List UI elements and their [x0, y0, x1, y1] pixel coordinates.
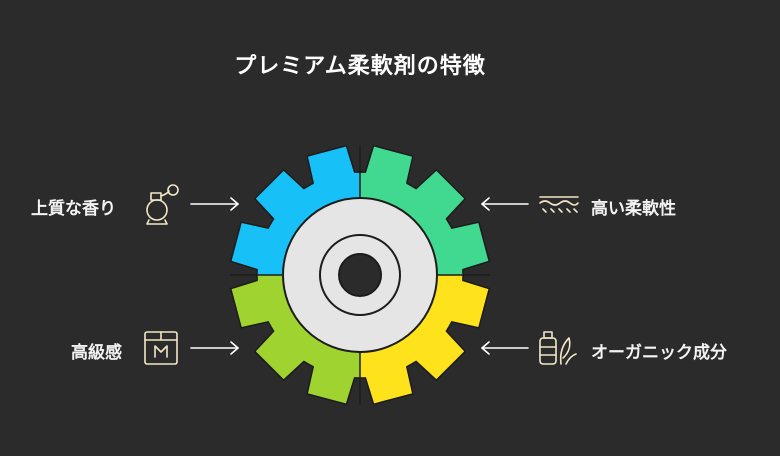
organic-bottle-leaf-icon	[539, 331, 577, 365]
feature-label-softness: 高い柔軟性	[591, 199, 676, 219]
feature-label-organic: オーガニック成分	[591, 343, 727, 363]
diagram-title: プレミアム柔軟剤の特徴	[234, 54, 486, 79]
arrow-softness	[481, 197, 529, 211]
arrow-luxury	[190, 341, 239, 355]
gear-axle-hole	[338, 253, 382, 297]
feature-label-luxury: 高級感	[71, 343, 122, 363]
soft-fabric-icon	[539, 196, 579, 213]
feature-label-fragrance: 上質な香り	[31, 199, 116, 219]
arrow-fragrance	[190, 197, 239, 211]
arrow-organic	[481, 341, 529, 355]
brand-box-icon	[144, 331, 178, 365]
perfume-bottle-icon	[146, 184, 179, 225]
